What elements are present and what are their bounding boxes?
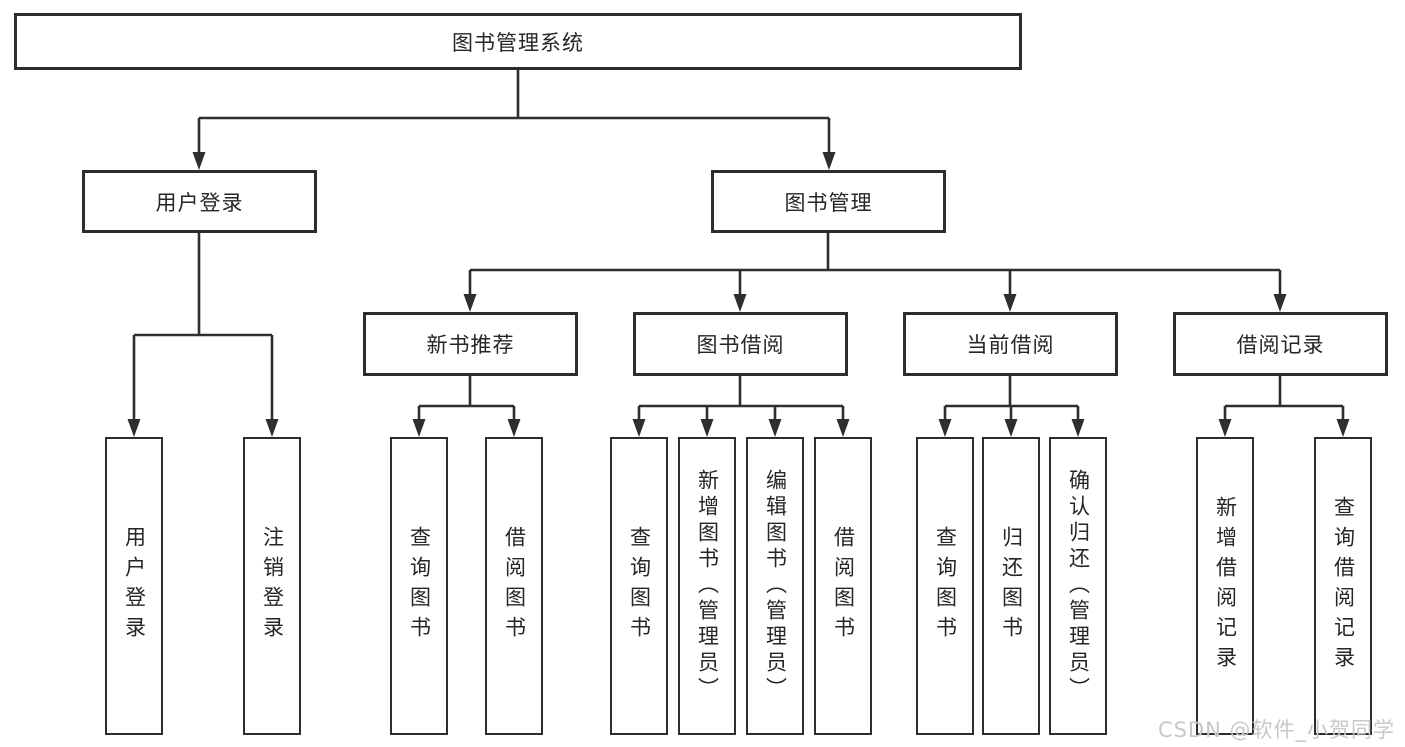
leaf-return-books: 归还图书 — [982, 437, 1040, 735]
node-user-login-label: 用户登录 — [155, 190, 244, 215]
leaf-query-books-borrowing: 查询图书 — [610, 437, 668, 735]
node-new-books: 新书推荐 — [363, 312, 578, 376]
leaf-add-borrow-record: 新增借阅记录 — [1196, 437, 1254, 735]
node-current-borrowing: 当前借阅 — [903, 312, 1118, 376]
leaf-user-login: 用户登录 — [105, 437, 163, 735]
leaf-confirm-return-admin-label: 确认归还（管理员） — [1066, 469, 1091, 703]
leaf-query-books-recommend-label: 查询图书 — [407, 526, 432, 646]
leaf-return-books-label: 归还图书 — [999, 526, 1024, 646]
node-current-borrowing-label: 当前借阅 — [966, 333, 1055, 357]
node-book-mgmt-label: 图书管理 — [784, 190, 873, 215]
leaf-query-borrow-record: 查询借阅记录 — [1314, 437, 1372, 735]
leaf-borrow-books-recommend-label: 借阅图书 — [502, 526, 527, 646]
leaf-borrow-books-borrowing-label: 借阅图书 — [831, 526, 856, 646]
leaf-query-books-current: 查询图书 — [916, 437, 974, 735]
watermark: CSDN @软件_小贺同学 — [1157, 718, 1395, 742]
node-book-mgmt: 图书管理 — [711, 170, 946, 233]
leaf-query-borrow-record-label: 查询借阅记录 — [1331, 496, 1356, 676]
leaf-query-books-borrowing-label: 查询图书 — [627, 526, 652, 646]
node-root-label: 图书管理系统 — [452, 30, 584, 55]
node-root: 图书管理系统 — [14, 13, 1022, 70]
leaf-add-borrow-record-label: 新增借阅记录 — [1213, 496, 1238, 676]
node-new-books-label: 新书推荐 — [426, 333, 515, 357]
leaf-user-login-label: 用户登录 — [122, 526, 147, 646]
leaf-edit-book-admin-label: 编辑图书（管理员） — [763, 469, 788, 703]
node-book-borrowing-label: 图书借阅 — [696, 333, 785, 357]
leaf-query-books-recommend: 查询图书 — [390, 437, 448, 735]
leaf-borrow-books-borrowing: 借阅图书 — [814, 437, 872, 735]
leaf-logout-label: 注销登录 — [260, 526, 285, 646]
leaf-edit-book-admin: 编辑图书（管理员） — [746, 437, 804, 735]
leaf-borrow-books-recommend: 借阅图书 — [485, 437, 543, 735]
leaf-add-book-admin-label: 新增图书（管理员） — [695, 469, 720, 703]
node-borrow-records: 借阅记录 — [1173, 312, 1388, 376]
node-user-login: 用户登录 — [82, 170, 317, 233]
node-book-borrowing: 图书借阅 — [633, 312, 848, 376]
leaf-add-book-admin: 新增图书（管理员） — [678, 437, 736, 735]
leaf-logout: 注销登录 — [243, 437, 301, 735]
leaf-confirm-return-admin: 确认归还（管理员） — [1049, 437, 1107, 735]
node-borrow-records-label: 借阅记录 — [1236, 333, 1325, 357]
leaf-query-books-current-label: 查询图书 — [933, 526, 958, 646]
